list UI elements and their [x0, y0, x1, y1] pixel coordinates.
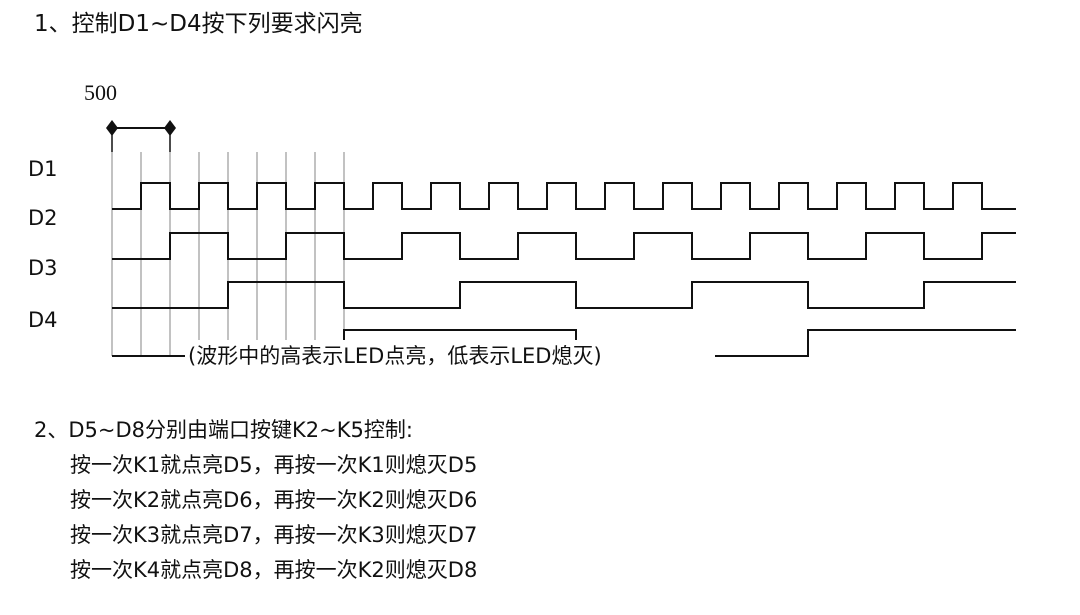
timing-caption: (波形中的高表示LED点亮，低表示LED熄灭) [188, 344, 602, 368]
section1-title: 1、控制D1~D4按下列要求闪亮 [34, 11, 363, 37]
scale-label: 500 [84, 80, 117, 105]
waveform-d2 [112, 232, 1016, 260]
section2-heading: 2、D5~D8分别由端口按键K2~K5控制: [34, 418, 413, 442]
waveform-d1 [112, 182, 1016, 210]
rule-item: 按一次K2就点亮D6，再按一次K2则熄灭D6 [70, 488, 478, 512]
signal-label-d1: D1 [28, 157, 58, 181]
waveforms [112, 182, 1016, 357]
waveform-d3 [112, 281, 1016, 309]
scale-marker: 500 [84, 80, 176, 152]
signal-label-d4: D4 [28, 308, 58, 332]
rule-item: 按一次K1就点亮D5，再按一次K1则熄灭D5 [70, 453, 478, 477]
signal-label-d2: D2 [28, 206, 58, 230]
rule-item: 按一次K3就点亮D7，再按一次K3则熄灭D7 [70, 523, 478, 547]
section2: 2、D5~D8分别由端口按键K2~K5控制: 按一次K1就点亮D5，再按一次K1… [34, 413, 477, 588]
rule-item: 按一次K4就点亮D8，再按一次K2则熄灭D8 [70, 558, 478, 582]
signal-label-d3: D3 [28, 256, 58, 280]
caption-backdrop [185, 340, 715, 370]
